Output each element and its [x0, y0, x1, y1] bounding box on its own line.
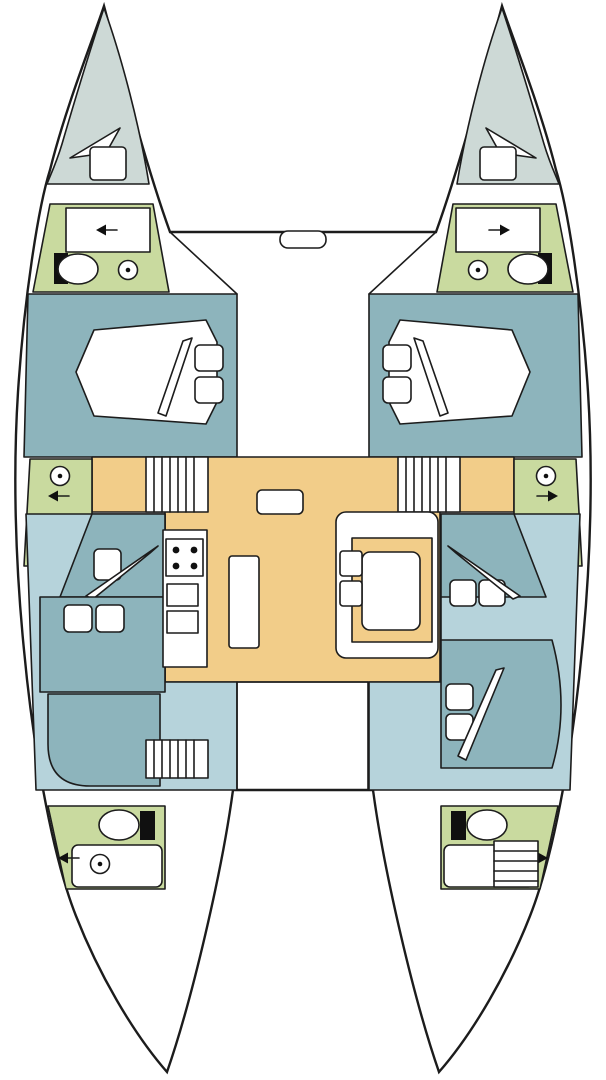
coachroof-line-starboard — [368, 231, 437, 295]
dinette — [335, 511, 439, 659]
fwd-bathroom-starboard — [437, 204, 573, 292]
burner — [190, 546, 198, 554]
hatch-icon — [279, 230, 327, 249]
coachroof-line-port — [169, 231, 238, 295]
mid-cabin-port — [25, 513, 238, 791]
stove-icon — [165, 538, 204, 577]
bow-deck-starboard — [456, 7, 560, 185]
table-icon — [361, 551, 421, 631]
aft-berth — [47, 693, 161, 787]
galley-sink — [166, 610, 199, 634]
door-swing — [447, 545, 521, 600]
berth-head — [440, 513, 547, 598]
mid-cabin-starboard — [368, 513, 581, 791]
fwd-cabin-port — [23, 293, 238, 458]
mast-post — [256, 489, 304, 515]
galley — [162, 529, 208, 668]
burner — [190, 562, 198, 570]
fwd-cabin-starboard — [368, 293, 583, 458]
pillow-icon — [445, 683, 474, 711]
pillow-icon — [95, 604, 125, 633]
burner — [172, 546, 180, 554]
aft-cockpit — [236, 681, 369, 791]
table-icon — [228, 555, 260, 649]
stern-ladder-icon — [493, 840, 539, 888]
aft-bathroom-port — [48, 806, 165, 889]
seat-cushion — [339, 580, 363, 607]
seat-cushion — [339, 550, 363, 577]
bow-deck-port — [46, 7, 150, 185]
stairs-port — [145, 456, 209, 513]
pillow-icon — [63, 604, 93, 633]
galley-sink — [166, 583, 199, 607]
stairs-icon — [145, 739, 209, 779]
pillow-icon — [449, 579, 477, 607]
stairs-starboard — [397, 456, 461, 513]
pillow-icon — [93, 548, 122, 581]
fwd-bathroom-port — [33, 204, 169, 292]
door-swing — [457, 667, 505, 761]
burner — [172, 562, 180, 570]
